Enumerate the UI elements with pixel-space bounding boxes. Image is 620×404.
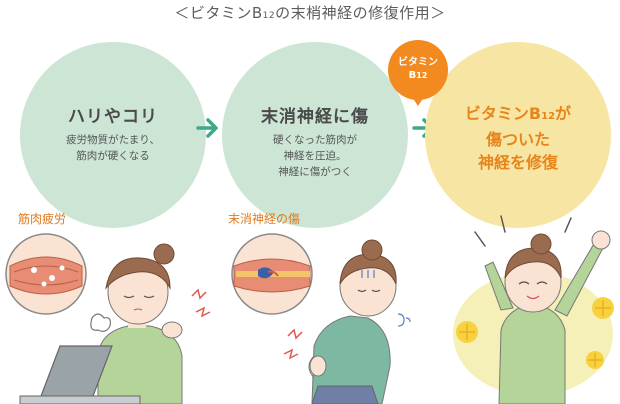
result-circle-repair: ビタミンB12が 傷ついた 神経を修復 — [425, 42, 611, 228]
step-heading: ハリやコリ — [68, 107, 158, 127]
vitamin-b12-badge: ビタミン B12 — [388, 40, 448, 106]
badge-line2-prefix: B — [408, 70, 417, 81]
tired-woman-laptop-illustration — [5, 233, 211, 404]
result-line3: 神経を修復 — [477, 153, 558, 172]
title-prefix: ＜ビタミンB — [174, 4, 263, 22]
step-heading: 末消神経に傷 — [261, 107, 369, 127]
result-line1-subscript: 12 — [541, 111, 556, 122]
diagram-title: ＜ビタミンB12の末梢神経の修復作用＞ — [0, 2, 620, 23]
result-line1-suffix: が — [555, 104, 572, 123]
step-body: 疲労物質がたまり、 筋肉が硬くなる — [66, 134, 160, 162]
arrow-right-icon — [193, 113, 223, 143]
step-body: 硬くなった筋肉が 神経を圧迫。 神経に傷がつく — [273, 134, 357, 178]
title-suffix: の末梢神経の修復作用＞ — [275, 4, 446, 22]
label-nerve-damage: 末消神経の傷 — [228, 212, 301, 226]
step-circle-nerve-damage: 末消神経に傷 硬くなった筋肉が 神経を圧迫。 神経に傷がつく — [222, 42, 408, 228]
result-line2: 傷ついた — [485, 130, 550, 149]
badge-line1: ビタミン — [398, 57, 438, 68]
back-pain-woman-illustration — [231, 233, 411, 404]
title-subscript: 12 — [262, 11, 276, 21]
stretching-woman-illustration — [453, 215, 614, 404]
result-line1-prefix: ビタミンB — [464, 104, 542, 123]
label-muscle-fatigue: 筋肉疲労 — [18, 212, 67, 226]
step-circle-stiffness: ハリやコリ 疲労物質がたまり、 筋肉が硬くなる — [20, 42, 206, 228]
badge-line2-subscript: 12 — [416, 71, 428, 80]
result-text: ビタミンB12が 傷ついた 神経を修復 — [425, 102, 611, 174]
